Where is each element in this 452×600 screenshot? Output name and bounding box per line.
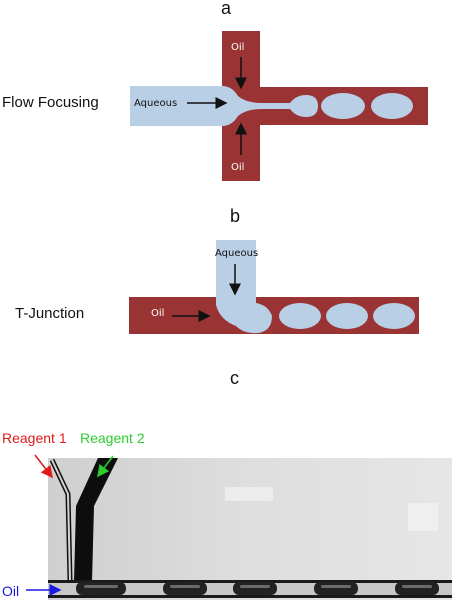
aqueous-label: Aqueous bbox=[215, 248, 258, 259]
reagent1-label: Reagent 1 bbox=[2, 430, 67, 446]
droplet-plug bbox=[163, 582, 207, 595]
reagent2-label: Reagent 2 bbox=[80, 430, 145, 446]
reagent1-arrow bbox=[34, 454, 53, 479]
micrograph bbox=[48, 458, 452, 600]
oil-label-bottom: Oil bbox=[231, 162, 244, 173]
plug-highlight bbox=[84, 585, 118, 588]
reagent2-channel bbox=[74, 458, 118, 582]
oil-label: Oil bbox=[151, 308, 164, 319]
oil-channel-top-wall bbox=[48, 580, 452, 583]
panel-letter-b: b bbox=[230, 206, 241, 226]
droplet bbox=[371, 93, 413, 119]
plug-highlight bbox=[402, 585, 432, 588]
reagent1-channel-inner bbox=[51, 459, 71, 581]
droplet bbox=[321, 93, 365, 119]
t-junction-diagram: Aqueous Oil bbox=[129, 240, 419, 334]
aqueous-inlet bbox=[216, 240, 272, 334]
aqueous-label: Aqueous bbox=[134, 98, 177, 109]
reagent2-arrow bbox=[97, 455, 114, 478]
t-junction-title: T-Junction bbox=[15, 305, 85, 322]
plug-highlight bbox=[321, 585, 351, 588]
droplet-plug bbox=[395, 582, 439, 595]
panel-letter-a: a bbox=[221, 0, 232, 18]
panel-letter-c: c bbox=[230, 368, 239, 388]
glare-patch bbox=[225, 487, 273, 501]
micrograph-background bbox=[48, 458, 452, 600]
oil-channel-bottom-wall bbox=[48, 595, 452, 598]
plug-highlight bbox=[240, 585, 270, 588]
oil-label: Oil bbox=[2, 583, 19, 599]
droplet-plug bbox=[314, 582, 358, 595]
droplet bbox=[279, 303, 321, 329]
flow-focusing-diagram: Aqueous Oil Oil bbox=[130, 31, 428, 181]
droplet bbox=[326, 303, 368, 329]
droplet-plug bbox=[233, 582, 277, 595]
plug-highlight bbox=[170, 585, 200, 588]
droplet bbox=[373, 303, 415, 329]
flow-focusing-title: Flow Focusing bbox=[2, 94, 99, 111]
oil-label-top: Oil bbox=[231, 42, 244, 53]
glare-patch bbox=[408, 503, 438, 531]
droplet-plug bbox=[76, 582, 126, 595]
